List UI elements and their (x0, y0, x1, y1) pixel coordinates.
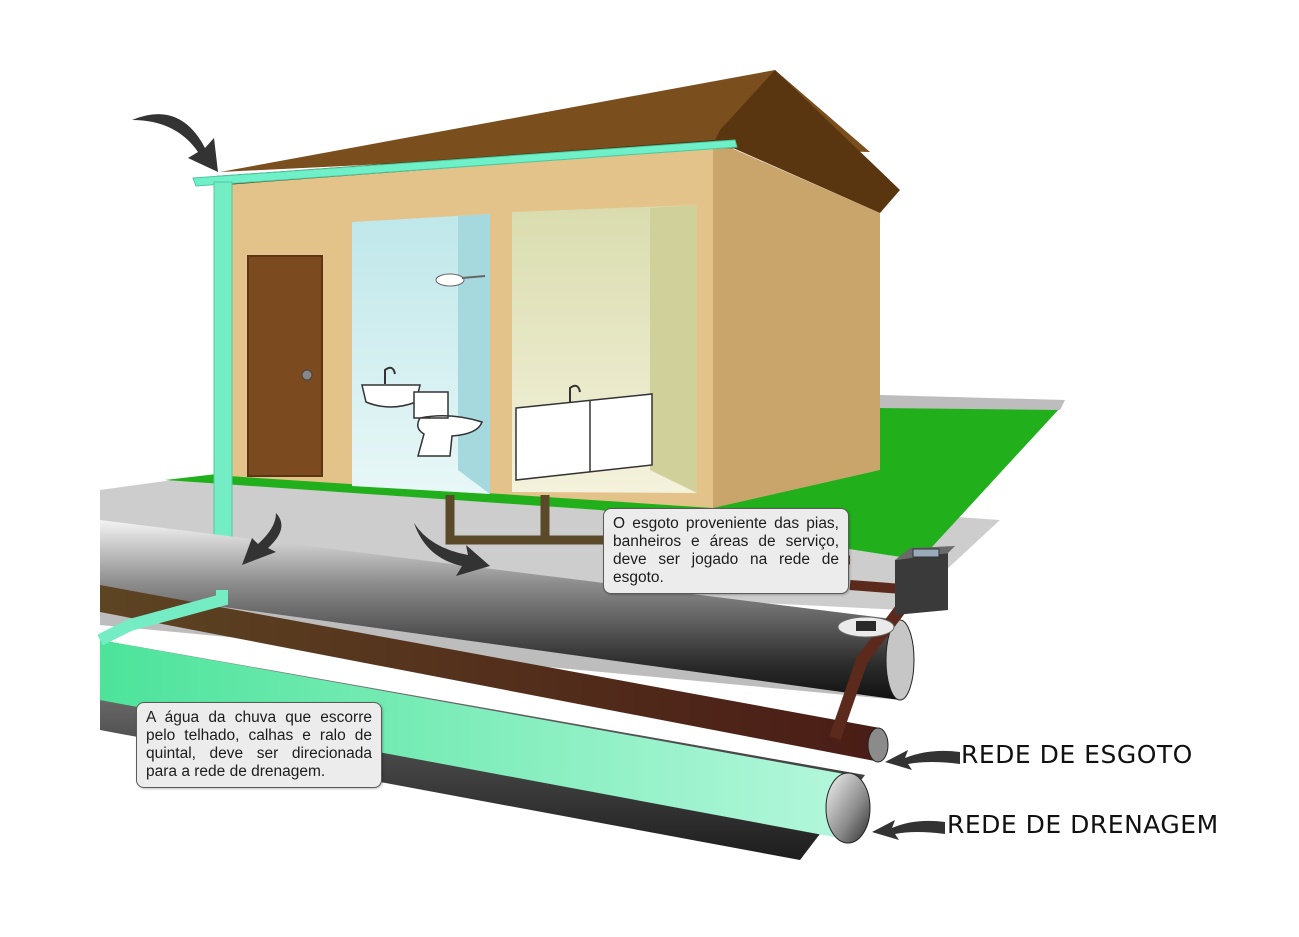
drainage-pipe (100, 640, 850, 840)
drainage-network-label: REDE DE DRENAGEM (947, 810, 1219, 839)
inspection-box (895, 553, 948, 615)
roof-edge (715, 70, 900, 213)
sewer-label-arrow-icon (885, 750, 960, 770)
roof-arrow-icon (132, 114, 218, 172)
downpipe (213, 181, 233, 593)
upper-pipe-end (885, 619, 915, 701)
shower-head (435, 273, 465, 287)
bathroom-sink (361, 384, 421, 408)
downflow-arrow-icon (242, 513, 282, 565)
sewage-arrow-icon (414, 523, 490, 576)
sewer-network-label: REDE DE ESGOTO (961, 740, 1193, 769)
drain-label-arrow-icon (872, 820, 945, 840)
service-side (650, 205, 697, 493)
upper-gray-pipe (100, 520, 900, 700)
sewer-pipe-end (867, 727, 889, 763)
door-knob (301, 369, 313, 381)
house-side-wall (713, 140, 880, 508)
road-surface (100, 595, 900, 700)
door-frame (247, 255, 323, 477)
kitchen-faucet (569, 384, 581, 402)
sewage-note: O esgoto proveniente das pias, banheiros… (603, 508, 849, 594)
sewer-pipe (100, 585, 880, 762)
cabinet (515, 393, 653, 481)
bathroom-faucet (384, 366, 396, 384)
rain-connector (97, 590, 228, 646)
drainage-pipe-end (825, 772, 871, 844)
rainwater-note: A água da chuva que escorre pelo telhado… (136, 702, 382, 788)
back-ground-strip (880, 395, 1065, 410)
bathroom-side (458, 214, 490, 494)
toilet (413, 391, 483, 457)
door (248, 256, 322, 476)
roof-gutter (192, 139, 738, 187)
